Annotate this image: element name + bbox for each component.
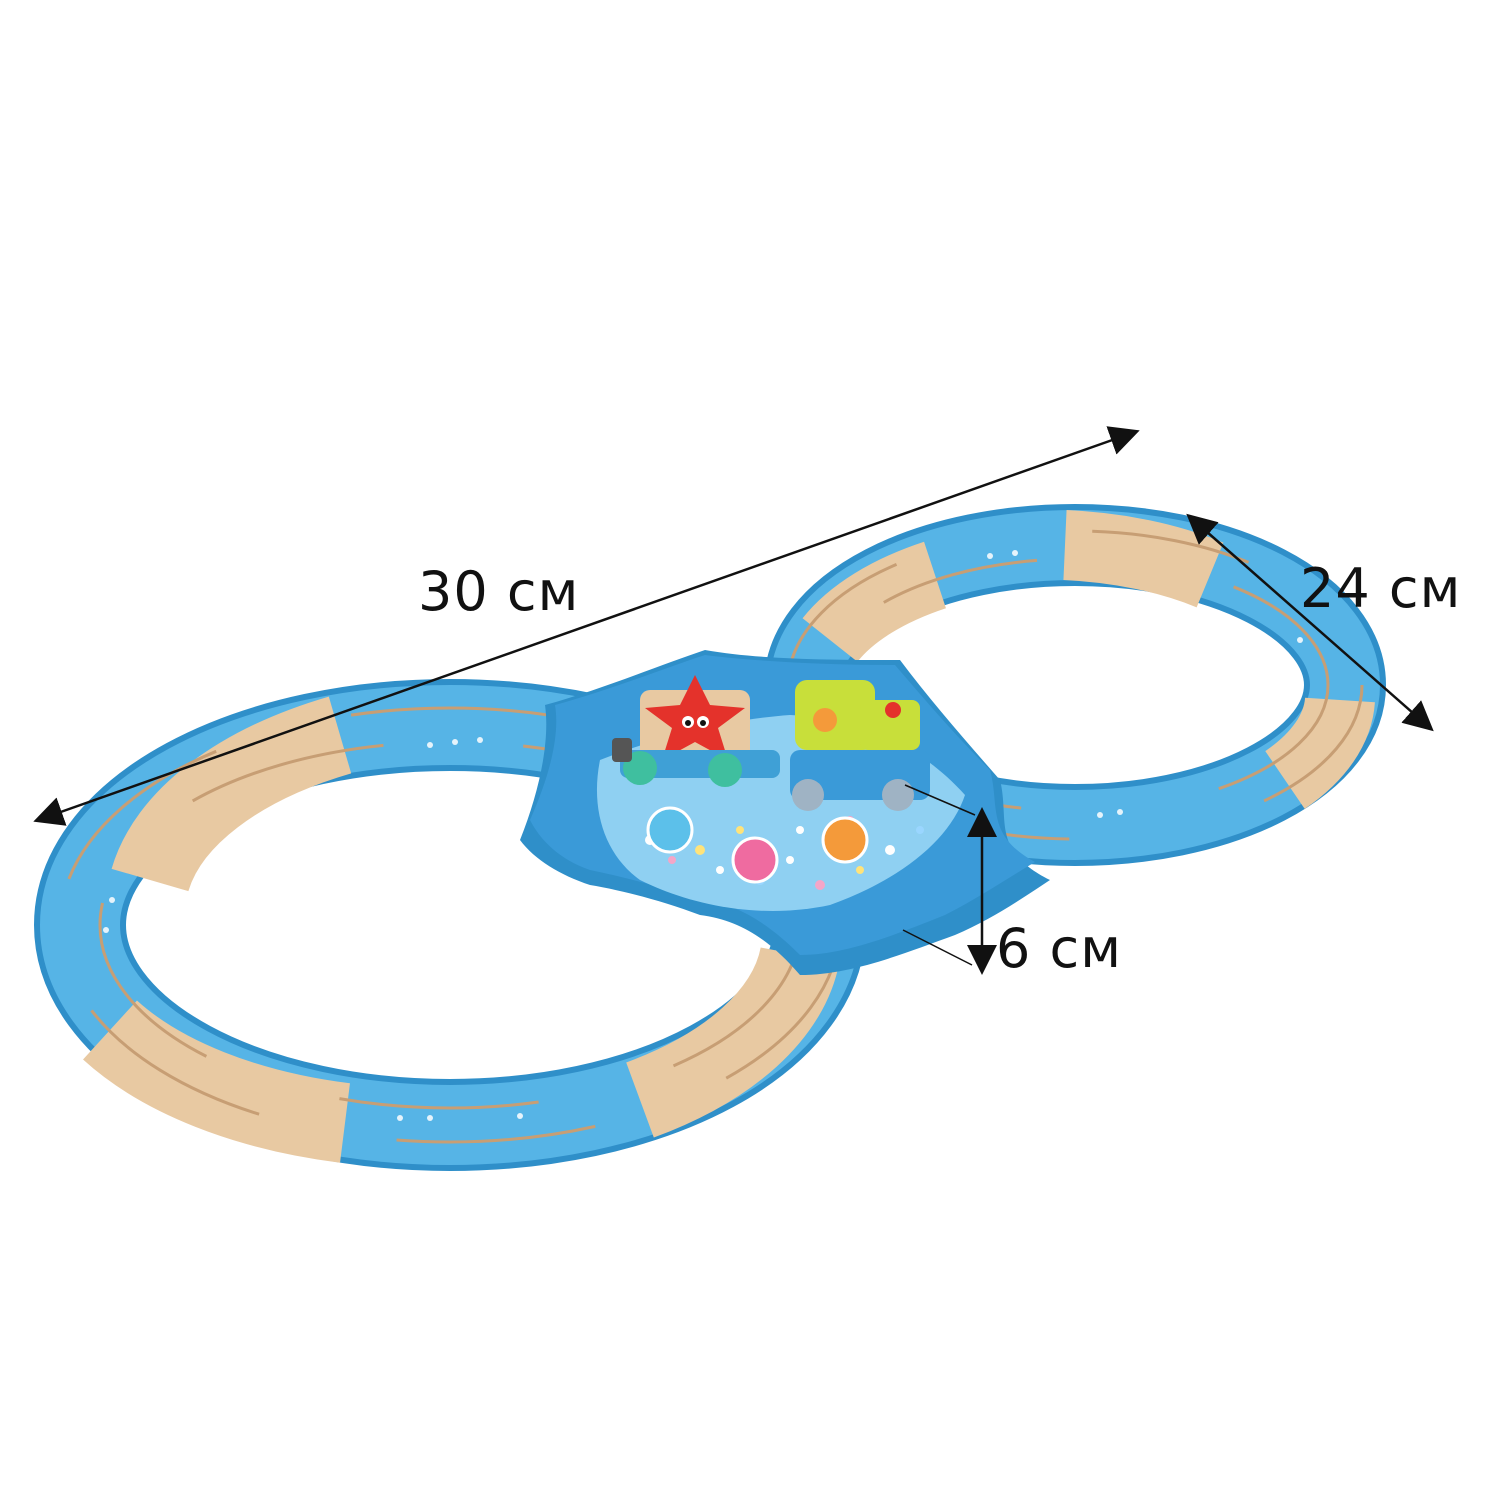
height-guide-top [904,784,976,816]
height-label: 6 см [996,917,1122,980]
height-guide-bottom [902,929,973,966]
length-arrow [33,426,1140,826]
length-label: 30 см [418,560,580,623]
dimension-arrows [33,426,1434,975]
width-arrow [1186,513,1434,732]
width-label: 24 см [1300,557,1462,620]
